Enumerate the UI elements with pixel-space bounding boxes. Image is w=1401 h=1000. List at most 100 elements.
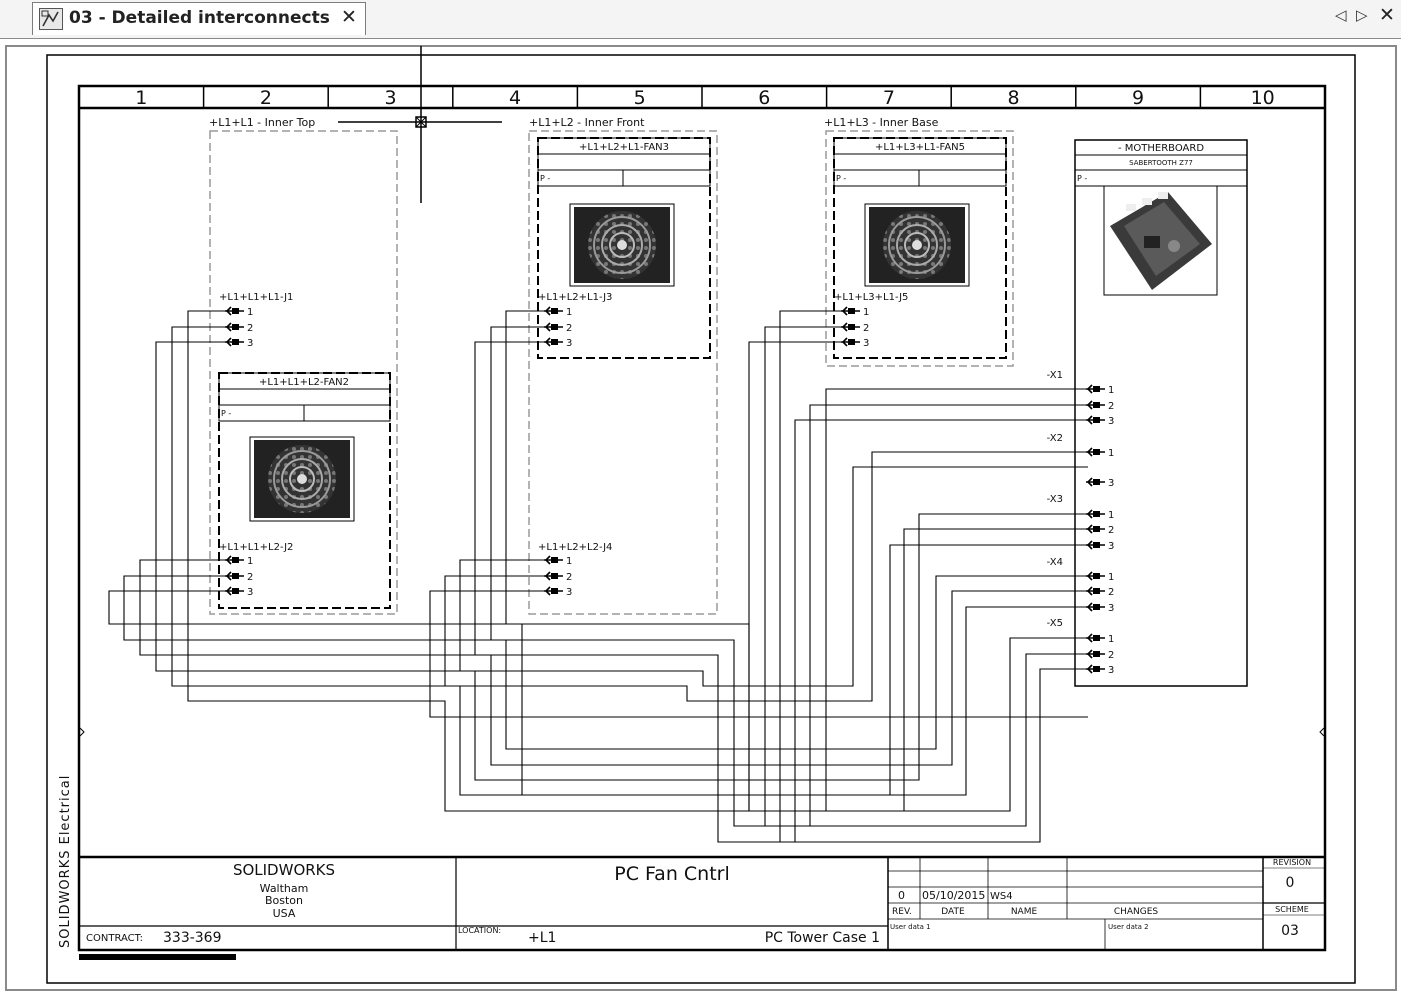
connector-label-j5: +L1+L3+L1-J5 [834, 292, 908, 303]
motherboard-part: P - [1077, 174, 1087, 183]
pin-label: 2 [863, 323, 869, 334]
margin-marker-right [1319, 727, 1325, 737]
terminal-pin[interactable]: 2 [1086, 586, 1114, 598]
pin-label: 2 [1108, 525, 1114, 536]
scheme-label: SCHEME [1275, 905, 1309, 914]
pin-label: 3 [1108, 416, 1114, 427]
terminal-pin[interactable]: 3 [544, 586, 572, 598]
wire [779, 310, 1088, 843]
col-header-changes: CHANGES [1114, 907, 1159, 917]
location-box-inner-base [825, 130, 1014, 367]
terminal-pin[interactable]: 1 [1086, 509, 1114, 521]
column-number: 4 [509, 87, 521, 109]
terminal-pin[interactable]: 1 [225, 555, 253, 567]
terminal-pin[interactable]: 3 [841, 337, 869, 349]
pin-label: 1 [1108, 448, 1114, 459]
wire [474, 341, 1088, 843]
connector-label-j2: +L1+L1+L2-J2 [219, 542, 293, 553]
col-header-name: NAME [1011, 907, 1038, 917]
pin-label: 3 [1108, 665, 1114, 676]
rev-row-date: 05/10/2015 [922, 889, 985, 902]
terminal-pin[interactable]: 1 [225, 306, 253, 318]
wire [171, 326, 1088, 796]
canvas-frame [5, 45, 1397, 991]
terminal-pin[interactable]: 1 [1086, 633, 1114, 645]
terminal-pin[interactable]: 3 [544, 337, 572, 349]
rev-row-name: WS4 [990, 891, 1013, 902]
wire [187, 310, 1088, 812]
column-number: 3 [384, 87, 396, 109]
terminal-pin[interactable]: 3 [1086, 477, 1114, 489]
component-fan2[interactable]: +L1+L1+L2-FAN2 P - [218, 372, 391, 609]
component-motherboard[interactable]: - MOTHERBOARD SABERTOOTH Z77 P - [1074, 139, 1248, 687]
component-fan5[interactable]: +L1+L3+L1-FAN5 P - [833, 137, 1007, 359]
terminal-pin[interactable]: 1 [1086, 571, 1114, 583]
terminal-pin[interactable]: 3 [1086, 602, 1114, 614]
terminal-pin[interactable]: 1 [1086, 384, 1114, 396]
terminal-pin[interactable]: 2 [841, 322, 869, 334]
location-description: PC Tower Case 1 [765, 930, 880, 946]
tab-close-icon[interactable]: ✕ [341, 6, 357, 28]
motherboard-image-icon [1103, 185, 1218, 296]
wire [108, 590, 1088, 796]
terminal-pin[interactable]: 3 [225, 337, 253, 349]
document-tab[interactable]: 03 - Detailed interconnects ✕ [32, 2, 366, 35]
contract-label: CONTRACT: [86, 933, 143, 944]
terminal-pin[interactable]: 2 [1086, 524, 1114, 536]
contract-value: 333-369 [163, 930, 222, 946]
terminal-pin[interactable]: 1 [544, 306, 572, 318]
pin-label: 3 [863, 338, 869, 349]
schematic-document-icon [39, 8, 63, 30]
pin-label: 1 [1108, 572, 1114, 583]
terminal-pin[interactable]: 1 [544, 555, 572, 567]
location-label: LOCATION: [458, 926, 501, 935]
scroll-left-icon[interactable]: ◁ [1335, 6, 1347, 24]
pin-label: 1 [1108, 385, 1114, 396]
terminal-pin[interactable]: 1 [1086, 447, 1114, 459]
pin-label: 3 [1108, 603, 1114, 614]
column-number: 9 [1132, 87, 1144, 109]
column-number: 1 [135, 87, 147, 109]
terminal-pin[interactable]: 3 [1086, 415, 1114, 427]
component-fan3[interactable]: +L1+L2+L1-FAN3 P - [537, 137, 711, 359]
fan2-tag: +L1+L1+L2-FAN2 [259, 377, 349, 388]
fan-image-icon [569, 203, 675, 287]
column-number: 5 [634, 87, 646, 109]
terminal-pin[interactable]: 3 [1086, 664, 1114, 676]
location-box-inner-top [209, 130, 398, 615]
wire [444, 451, 1088, 702]
terminal-pin[interactable]: 3 [1086, 540, 1114, 552]
pin-label: 3 [566, 587, 572, 598]
pin-label: 1 [1108, 634, 1114, 645]
address-line-1: Waltham [260, 882, 309, 895]
motherboard-tag: - MOTHERBOARD [1118, 143, 1204, 154]
terminal-pin[interactable]: 2 [544, 571, 572, 583]
terminal-pin[interactable]: 2 [1086, 649, 1114, 661]
terminal-pin[interactable]: 1 [841, 306, 869, 318]
user-data-1: User data 1 [890, 923, 931, 931]
company-name: SOLIDWORKS [233, 861, 335, 879]
column-number: 6 [758, 87, 770, 109]
wire [155, 341, 1088, 781]
terminal-pin[interactable]: 2 [1086, 400, 1114, 412]
terminal-pin[interactable]: 2 [225, 571, 253, 583]
wire [764, 326, 1088, 827]
terminal-pin[interactable]: 3 [225, 586, 253, 598]
location-label-inner-top: +L1+L1 - Inner Top [209, 116, 315, 129]
header-label-x5: -X5 [1047, 618, 1063, 629]
scroll-right-icon[interactable]: ▷ [1356, 6, 1368, 24]
close-window-icon[interactable]: ✕ [1379, 4, 1395, 26]
column-number: 8 [1007, 87, 1019, 109]
crosshair-cursor-icon [338, 46, 502, 203]
pin-label: 2 [566, 572, 572, 583]
drawing-title: PC Fan Cntrl [614, 863, 730, 885]
terminal-pin[interactable]: 2 [544, 322, 572, 334]
pin-label: 1 [247, 307, 253, 318]
location-label-inner-front: +L1+L2 - Inner Front [529, 116, 645, 129]
column-number: 7 [883, 87, 895, 109]
header-label-x4: -X4 [1047, 557, 1063, 568]
column-number: 2 [260, 87, 272, 109]
col-header-rev: REV. [892, 907, 912, 917]
terminal-pin[interactable]: 2 [225, 322, 253, 334]
